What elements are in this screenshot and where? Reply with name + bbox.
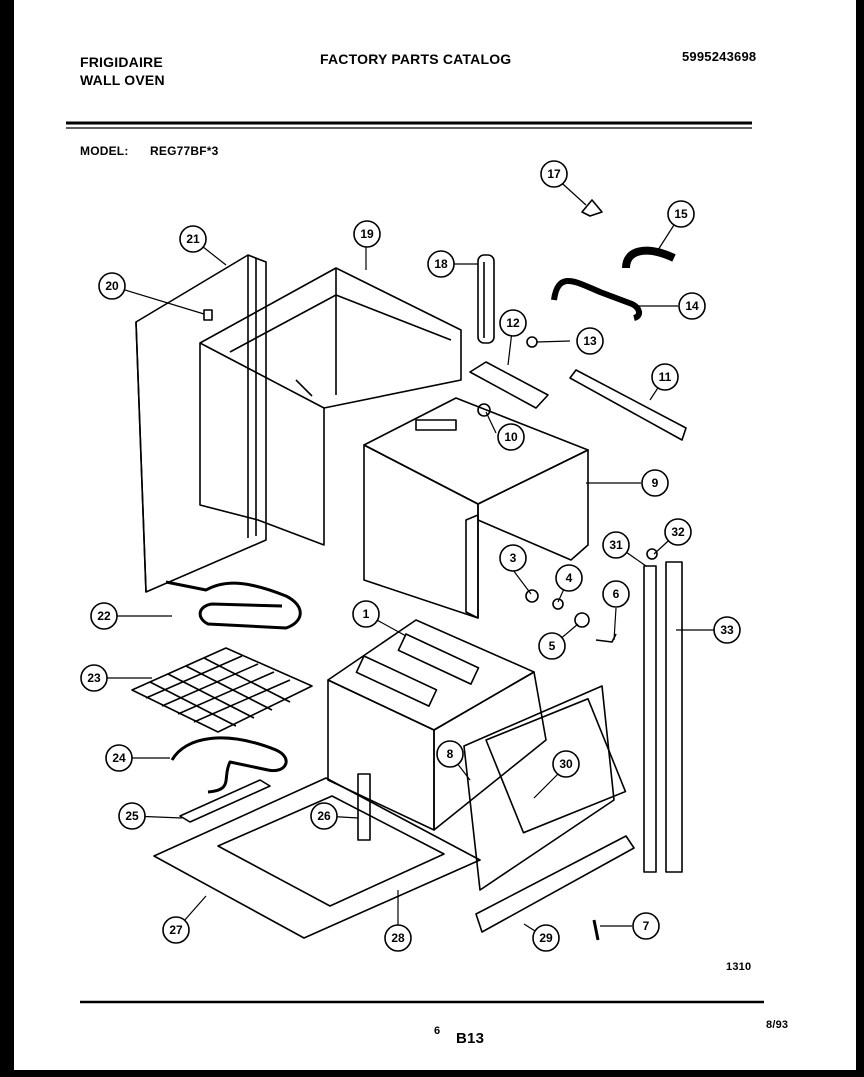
callout-23: 23 [87, 671, 101, 685]
door-frame [463, 685, 615, 891]
bracket-hook [595, 633, 617, 643]
header-rule [66, 121, 752, 129]
vent-elbow [622, 246, 676, 269]
callout-21: 21 [186, 232, 200, 246]
callout-20: 20 [105, 279, 119, 293]
catalog-sheet: FRIGIDAIRE WALL OVEN FACTORY PARTS CATAL… [14, 0, 856, 1070]
callout-26: 26 [317, 809, 331, 823]
oven-body [363, 397, 589, 619]
bottom-panel [153, 777, 481, 939]
revision-date: 8/93 [766, 1019, 789, 1031]
element-bracket [179, 779, 271, 823]
callout-29: 29 [539, 931, 553, 945]
vent-cover [469, 361, 549, 409]
callout-10: 10 [504, 430, 518, 444]
bake-element [165, 580, 302, 630]
callout-27: 27 [169, 923, 183, 937]
vent-pipe [551, 278, 642, 321]
brand-name: FRIGIDAIRE [80, 54, 163, 70]
igniter-ring [574, 612, 590, 628]
valve-seal [552, 598, 564, 610]
oven-rack [131, 647, 313, 733]
callout-30: 30 [559, 757, 573, 771]
screw [592, 919, 600, 941]
callout-8: 8 [447, 747, 454, 761]
catalog-part-number: 5995243698 [682, 49, 757, 64]
product-name: WALL OVEN [80, 72, 165, 88]
sensor-knob [477, 403, 491, 417]
callout-12: 12 [506, 316, 520, 330]
page-number: 6 [434, 1025, 441, 1037]
callout-6: 6 [613, 587, 620, 601]
trim-strip [569, 369, 687, 441]
callout-4: 4 [566, 571, 573, 585]
model-label: MODEL: [80, 144, 129, 158]
callout-32: 32 [671, 525, 685, 539]
door-window [485, 697, 627, 834]
callout-25: 25 [125, 809, 139, 823]
callout-5: 5 [549, 639, 556, 653]
side-trim-left [643, 565, 657, 873]
callout-19: 19 [360, 227, 374, 241]
left-side-panel [135, 254, 267, 593]
oven-liner [327, 619, 547, 831]
model-value: REG77BF*3 [150, 144, 219, 158]
clip [581, 199, 603, 217]
section-code: B13 [456, 1030, 485, 1047]
callout-7: 7 [643, 919, 650, 933]
callout-11: 11 [659, 370, 672, 384]
callout-28: 28 [391, 931, 405, 945]
callout-13: 13 [583, 334, 597, 348]
nut [526, 336, 538, 348]
side-trim-right [665, 561, 683, 873]
callout-14: 14 [685, 299, 699, 313]
callout-18: 18 [434, 257, 448, 271]
callout-3: 3 [510, 551, 517, 565]
callout-15: 15 [674, 207, 688, 221]
callout-31: 31 [609, 538, 623, 552]
callout-1: 1 [363, 607, 370, 621]
callout-bubbles [80, 160, 741, 952]
toe-kick [475, 835, 635, 933]
rear-panel [199, 267, 462, 546]
broil-element [170, 736, 288, 794]
door-hinge [357, 773, 371, 841]
catalog-title: FACTORY PARTS CATALOG [320, 51, 512, 67]
callout-22: 22 [97, 609, 111, 623]
callout-24: 24 [112, 751, 126, 765]
callout-9: 9 [652, 476, 659, 490]
callout-17: 17 [547, 167, 561, 181]
vent-tube [477, 254, 495, 344]
trim-fastener [646, 548, 658, 560]
gas-valve [525, 589, 539, 603]
figure-number: 1310 [726, 961, 752, 973]
callout-33: 33 [720, 623, 734, 637]
